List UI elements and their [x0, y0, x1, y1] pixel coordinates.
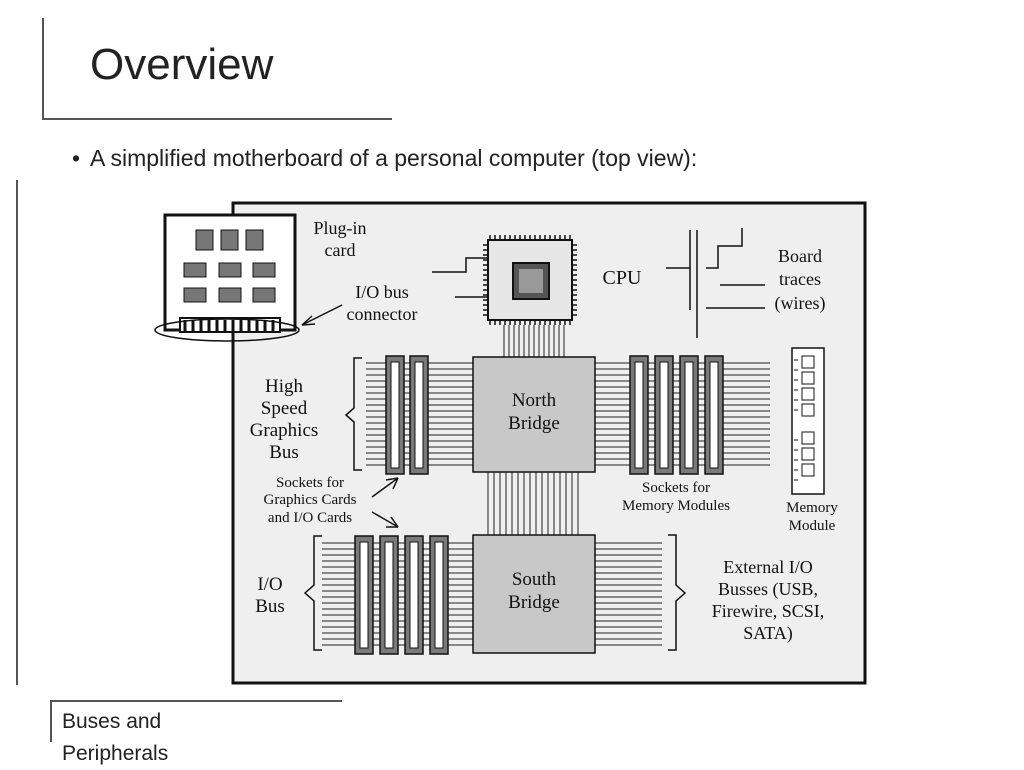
external-io-label-4: SATA): [743, 623, 793, 644]
south-bridge-label-2: Bridge: [508, 592, 560, 613]
io-bus-bracket: [303, 535, 322, 651]
board-traces-sample: [666, 228, 765, 338]
io-bus-label-1: I/O: [257, 574, 282, 595]
page-title: Overview: [90, 40, 274, 89]
footer-section-label: Buses and Peripherals: [62, 706, 168, 770]
south-bridge-label-1: South: [512, 569, 557, 590]
northbridge-southbridge-bus: [487, 472, 579, 535]
high-speed-label-3: Graphics: [250, 420, 319, 441]
io-card-sockets: [354, 535, 449, 655]
board-traces-label-3: (wires): [775, 293, 826, 314]
sockets-graphics-label-3: and I/O Cards: [268, 510, 352, 526]
memory-module: [791, 347, 825, 495]
io-bus-connector-label-2: connector: [347, 304, 418, 324]
graphics-card-sockets: [385, 355, 429, 475]
content-rule-vertical: [16, 180, 18, 685]
io-bus-connector-arrow: [301, 304, 343, 326]
sockets-graphics-label-2: Graphics Cards: [264, 492, 357, 508]
io-bus-connector-label-1: I/O bus: [355, 282, 409, 302]
sockets-graphics-arrow-down: [371, 511, 399, 528]
sockets-memory-label-2: Memory Modules: [622, 498, 730, 514]
footer-rule-horizontal: [50, 700, 342, 702]
bullet-dot: •: [72, 145, 81, 171]
title-rule-vertical: [42, 18, 44, 118]
io-bus-label-2: Bus: [255, 596, 285, 617]
plugin-card: [154, 213, 300, 342]
high-speed-label-2: Speed: [261, 398, 308, 419]
north-bridge-chip: [472, 356, 596, 473]
south-bridge-chip: [472, 534, 596, 654]
plugin-card-label-2: card: [325, 240, 356, 260]
plugin-card-label-1: Plug-in: [313, 218, 366, 238]
cpu-chip: [483, 235, 577, 325]
external-io-label-3: Firewire, SCSI,: [712, 601, 825, 621]
footer-line-1: Buses and: [62, 710, 162, 733]
memory-module-label-2: Module: [789, 518, 836, 534]
external-io-label-2: Busses (USB,: [718, 579, 818, 600]
title-rule-horizontal: [42, 118, 392, 120]
sockets-graphics-label-1: Sockets for: [276, 475, 344, 491]
sockets-memory-label-1: Sockets for: [642, 480, 710, 496]
cpu-label: CPU: [603, 267, 642, 289]
north-bridge-label-1: North: [512, 390, 557, 411]
external-io-bracket: [668, 534, 687, 651]
external-io-label-1: External I/O: [723, 557, 812, 577]
high-speed-label-1: High: [265, 376, 304, 397]
bullet-text: A simplified motherboard of a personal c…: [90, 145, 698, 171]
sockets-graphics-arrow-up: [371, 477, 399, 498]
memory-module-sockets: [629, 355, 724, 475]
footer-line-2: Peripherals: [62, 742, 169, 765]
high-speed-label-4: Bus: [269, 442, 299, 463]
bullet-item: • A simplified motherboard of a personal …: [72, 145, 697, 172]
cpu-trace-1: [432, 257, 488, 273]
board-traces-label-1: Board: [778, 246, 822, 266]
board-traces-label-2: traces: [779, 269, 821, 289]
north-bridge-label-2: Bridge: [508, 413, 560, 434]
graphics-bus-bracket: [344, 357, 362, 471]
memory-module-label-1: Memory: [786, 500, 838, 516]
footer-rule-vertical: [50, 700, 52, 742]
cpu-northbridge-bus: [503, 325, 565, 358]
